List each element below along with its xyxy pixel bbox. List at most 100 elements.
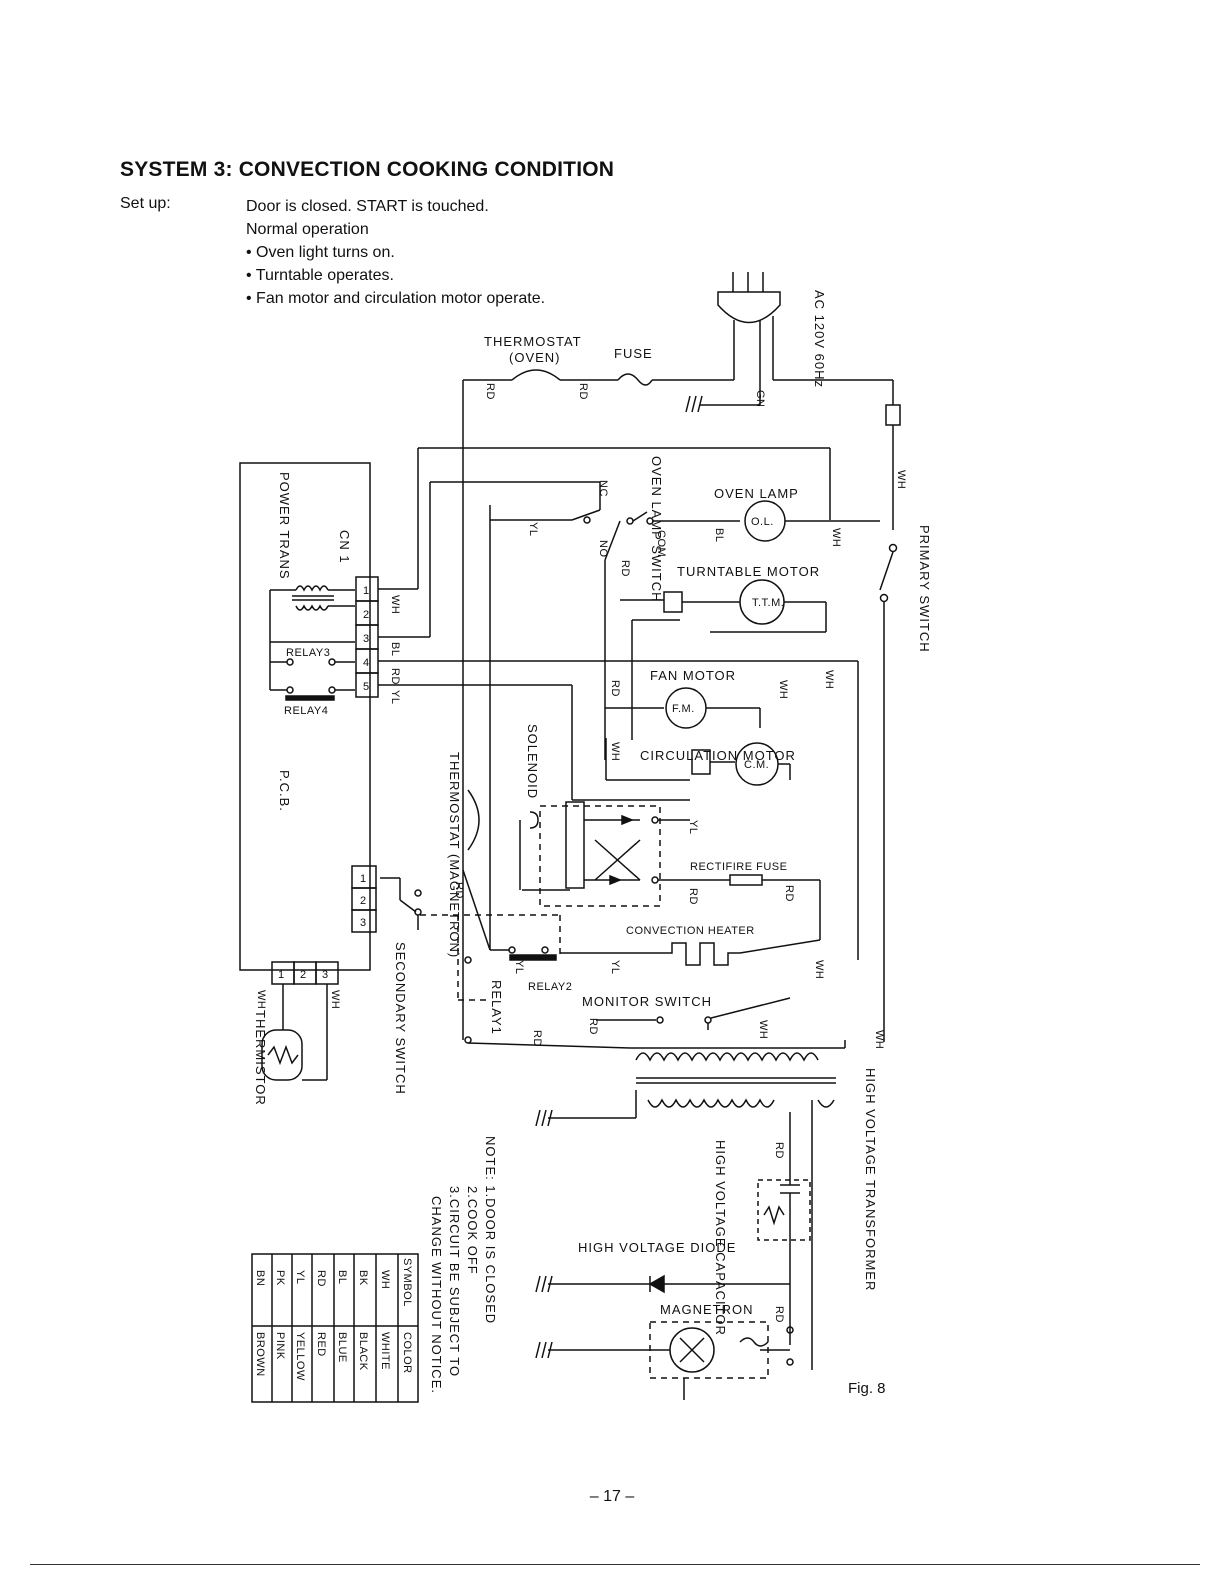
- solenoid-symbol: [519, 811, 570, 891]
- thermistor-label: THERMISTOR: [253, 1010, 268, 1106]
- com-label: COM: [655, 530, 667, 557]
- power-plug: [717, 272, 893, 405]
- cn2-pin: 3: [360, 917, 367, 929]
- table-header: COLOR: [401, 1332, 413, 1374]
- convection-heater-symbol: [560, 939, 821, 966]
- relay1-label: RELAY1: [489, 980, 504, 1035]
- table-cell: YELLOW: [294, 1332, 306, 1381]
- setup-label: Set up:: [120, 195, 171, 212]
- power-supply-label: AC 120V 60Hz: [812, 290, 827, 388]
- thermostat-magnetron-symbol: [467, 789, 480, 851]
- wire-code: YL: [609, 960, 621, 974]
- wire-code: WH: [823, 670, 835, 689]
- turntable-motor-label: TURNTABLE MOTOR: [677, 564, 820, 579]
- cn1-pin: 2: [363, 609, 370, 621]
- thermistor-pin: 3: [322, 969, 329, 981]
- no-label: NO: [597, 540, 609, 558]
- setup-conditions: Door is closed. START is touched. Normal…: [246, 195, 545, 310]
- relay4-contacts: [270, 686, 355, 701]
- turntable-motor-symbol: [620, 579, 827, 740]
- table-cell: RED: [315, 1332, 327, 1357]
- setup-line: Door is closed. START is touched.: [246, 198, 489, 215]
- table-cell: BN: [254, 1270, 266, 1286]
- cn1-pin: 4: [363, 657, 370, 669]
- setup-line: • Fan motor and circulation motor operat…: [246, 290, 546, 307]
- wire-code: RD: [453, 882, 465, 899]
- solenoid-label: SOLENOID: [525, 724, 540, 799]
- table-header: SYMBOL: [401, 1258, 413, 1307]
- page-title: SYSTEM 3: CONVECTION COOKING CONDITION: [120, 158, 615, 181]
- table-cell: BL: [336, 1270, 348, 1284]
- table-cell: BLUE: [336, 1332, 348, 1363]
- wire-code: GN: [754, 390, 766, 408]
- cn2-pin: 1: [360, 873, 367, 885]
- primary-switch: [879, 543, 898, 1042]
- rectifier-enclosure: [539, 805, 661, 907]
- wire-code: RD: [587, 1018, 599, 1035]
- note-line: CHANGE WITHOUT NOTICE.: [429, 1196, 444, 1394]
- relay2-label: RELAY2: [528, 981, 572, 993]
- rectifier-bridge: [565, 801, 730, 889]
- rectifire-fuse-symbol: [729, 874, 821, 940]
- cn2-pin: 2: [360, 895, 367, 907]
- secondary-switch-label: SECONDARY SWITCH: [393, 942, 408, 1095]
- ground-symbol: [535, 1109, 636, 1127]
- wire-code: WH: [255, 990, 267, 1009]
- cn1-pin: 1: [363, 585, 370, 597]
- thermostat-oven-label: THERMOSTAT: [484, 334, 582, 349]
- fuse-symbol: [617, 373, 653, 386]
- table-cell: RD: [315, 1270, 327, 1287]
- wire-code: RD: [484, 383, 496, 400]
- cn1-pin: 5: [363, 681, 370, 693]
- thermistor-symbol: [261, 984, 328, 1081]
- power-trans-symbol: [269, 585, 355, 690]
- primary-fuse-block: [885, 404, 901, 426]
- convection-heater-label: CONVECTION HEATER: [626, 925, 755, 937]
- wire-code: RD: [389, 668, 401, 685]
- turntable-motor-symbol-text: T.T.M.: [752, 597, 784, 609]
- magnetron-symbol: [548, 1321, 794, 1400]
- monitor-switch-symbol: [596, 997, 791, 1030]
- thermostat-oven-sublabel: (OVEN): [509, 350, 561, 365]
- cn2-connector: [351, 865, 377, 933]
- wire-code: WH: [757, 1020, 769, 1039]
- wire-code: WH: [830, 528, 842, 547]
- high-voltage-diode-label: HIGH VOLTAGE DIODE: [578, 1240, 736, 1255]
- fan-motor-symbol-text: F.M.: [672, 703, 695, 715]
- wire-code: RD: [531, 1030, 543, 1047]
- rectifire-fuse-label: RECTIFIRE FUSE: [690, 861, 787, 873]
- thermostat-magnetron-label: THERMOSTAT (MAGNETRON): [447, 752, 462, 958]
- ground-symbol: [685, 395, 760, 413]
- pcb-label: P.C.B.: [277, 770, 292, 812]
- setup-line: • Oven light turns on.: [246, 244, 395, 261]
- note-line: 2.COOK OFF: [465, 1186, 480, 1275]
- wire-code: BL: [713, 528, 725, 542]
- table-cell: WH: [379, 1270, 391, 1289]
- wire-code: RD: [773, 1142, 785, 1159]
- cn1-label: CN 1: [337, 530, 352, 564]
- wire-code: RD: [619, 560, 631, 577]
- wire-code: YL: [513, 960, 525, 974]
- wire-code: RD: [577, 383, 589, 400]
- high-voltage-capacitor-label: HIGH VOLTAGE CAPACITOR: [713, 1140, 728, 1336]
- wire-code: BL: [389, 642, 401, 656]
- wire-code: WH: [873, 1030, 885, 1049]
- magnetron-label: MAGNETRON: [660, 1302, 754, 1317]
- fuse-label: FUSE: [614, 346, 653, 361]
- table-cell: YL: [294, 1270, 306, 1284]
- circulation-motor-label: CIRCULATION MOTOR: [640, 748, 796, 763]
- wire-code: RD: [687, 888, 699, 905]
- thermistor-pin: 1: [278, 969, 285, 981]
- oven-lamp-symbol: [744, 500, 880, 542]
- fan-motor-label: FAN MOTOR: [650, 668, 736, 683]
- wire-code: WH: [895, 470, 907, 489]
- power-trans-label: POWER TRANS: [277, 472, 292, 580]
- notes-block: NOTE: 1.DOOR IS CLOSED 2.COOK OFF 3.CIRC…: [429, 1136, 498, 1394]
- wire-code: YL: [687, 820, 699, 834]
- footer-rule: [30, 1564, 1200, 1565]
- high-voltage-capacitor-symbol: [757, 1100, 813, 1370]
- relay3-label: RELAY3: [286, 647, 330, 659]
- cn1-pin: 3: [363, 633, 370, 645]
- setup-line: • Turntable operates.: [246, 267, 394, 284]
